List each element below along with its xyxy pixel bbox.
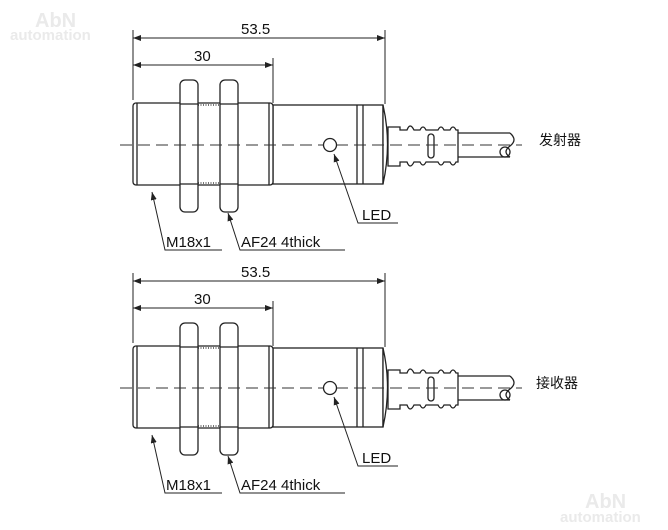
receiver-sensor: 53.5 30 M18x1 AF24 4thick LED 接收器 — [120, 264, 578, 494]
emitter-sensor: 53.5 30 M18x1 AF24 4thick LED 发射器 — [120, 21, 581, 251]
thread-length-dim: 30 — [194, 291, 211, 308]
thread-label: M18x1 — [166, 234, 211, 251]
svg-text:AbN: AbN — [35, 10, 76, 32]
nut-label: AF24 4thick — [241, 477, 321, 494]
thread-length-dim: 30 — [194, 48, 211, 65]
watermark-top: AbN automation — [10, 10, 91, 44]
thread-label: M18x1 — [166, 477, 211, 494]
overall-length-dim: 53.5 — [241, 264, 270, 281]
led-label: LED — [362, 207, 391, 224]
led-label: LED — [362, 450, 391, 467]
svg-text:automation: automation — [10, 27, 91, 44]
sensor-name: 接收器 — [536, 375, 578, 392]
overall-length-dim: 53.5 — [241, 21, 270, 38]
nut-label: AF24 4thick — [241, 234, 321, 251]
watermark-bottom: AbN automation — [560, 491, 641, 526]
sensor-name: 发射器 — [539, 133, 581, 149]
svg-text:automation: automation — [560, 509, 641, 526]
svg-text:AbN: AbN — [585, 491, 626, 513]
